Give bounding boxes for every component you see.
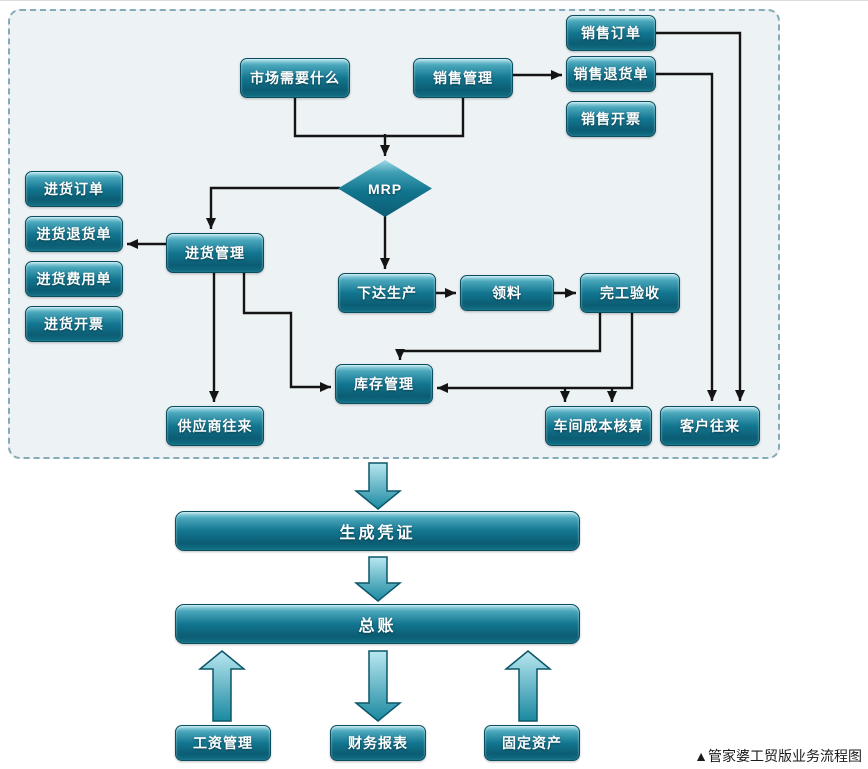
node-completion-acceptance: 完工验收 [580,273,680,313]
node-supplier-transactions: 供应商往来 [166,406,264,446]
connector-sales-to-junction [385,98,465,138]
connector-completion-to-inventory-side [437,313,634,393]
node-workshop-costing: 车间成本核算 [545,406,652,446]
node-generate-voucher: 生成凭证 [175,511,580,551]
big-arrow-voucher-to-ledger [353,556,403,602]
node-general-ledger: 总账 [175,604,580,644]
connector-completion-to-inventory-top [395,313,602,360]
node-purchase-order: 进货订单 [25,171,123,207]
node-sales-return: 销售退货单 [566,56,656,92]
node-sales-order: 销售订单 [566,15,656,51]
big-arrow-ledger-to-reports [353,650,403,722]
connector-salesorder-to-customer [656,31,745,401]
node-purchase-management: 进货管理 [166,233,264,273]
connector-purchasemgmt-to-inventory [242,273,331,392]
node-sales-invoice: 销售开票 [566,101,656,137]
big-arrow-panel-to-voucher [353,462,403,510]
connector-market-to-junction [293,98,385,138]
node-financial-reports: 财务报表 [330,725,426,761]
node-purchase-expense: 进货费用单 [25,261,123,297]
node-inventory-management: 库存管理 [335,364,433,404]
big-arrow-fixedassets-to-ledger [503,650,553,722]
node-fixed-assets: 固定资产 [484,725,580,761]
diagram-caption: ▲管家婆工贸版业务流程图 [694,748,862,764]
big-arrow-payroll-to-ledger [197,650,247,722]
connector-salesreturn-to-customer [656,72,717,401]
node-sales-management: 销售管理 [413,58,513,98]
node-purchase-return: 进货退货单 [25,216,123,252]
node-payroll-management: 工资管理 [175,725,271,761]
node-issue-production: 下达生产 [338,273,436,313]
node-market-demand: 市场需要什么 [240,58,350,98]
node-purchase-invoice: 进货开票 [25,306,123,342]
connector-mrp-to-purchasemgmt [206,186,340,229]
node-customer-transactions: 客户往来 [660,406,760,446]
node-material-requisition: 领料 [460,275,554,311]
